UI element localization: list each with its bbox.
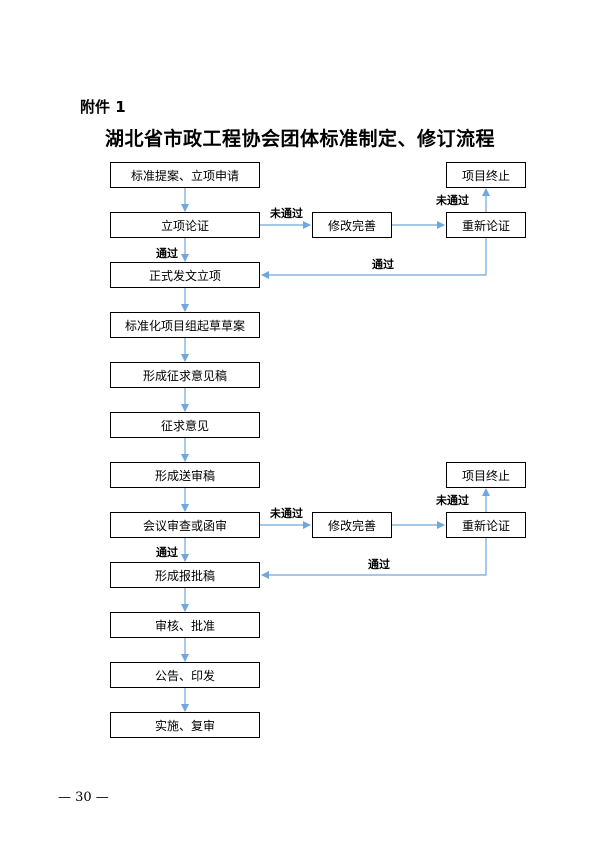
attachment-label: 附件 1 (80, 98, 126, 116)
loop2-terminate-box: 项目终止 (446, 462, 526, 488)
page-title: 湖北省市政工程协会团体标准制定、修订流程 (104, 128, 495, 150)
step-implement-recheck: 实施、复审 (110, 712, 260, 738)
loop1-pass-label: 通过 (156, 247, 178, 260)
step-audit-approve: 审核、批准 (110, 612, 260, 638)
step-solicit-opinions: 征求意见 (110, 412, 260, 438)
step-proposal-application: 标准提案、立项申请 (110, 162, 260, 188)
loop2-revise-box: 修改完善 (312, 512, 392, 538)
loop2-re-review-box: 重新论证 (446, 512, 526, 538)
step-consultation-draft: 形成征求意见稿 (110, 362, 260, 388)
step-official-approval: 正式发文立项 (110, 262, 260, 288)
loop2-fail-label: 未通过 (270, 507, 303, 520)
loop2-pass-label: 通过 (156, 546, 178, 559)
loop1-pass-back-label: 通过 (372, 258, 394, 271)
step-announce-publish: 公告、印发 (110, 662, 260, 688)
step-project-review: 立项论证 (110, 212, 260, 238)
step-meeting-review: 会议审查或函审 (110, 512, 260, 538)
page-number: — 30 — (58, 790, 109, 805)
loop1-terminate-box: 项目终止 (446, 162, 526, 188)
loop2-terminate-label: 未通过 (436, 494, 469, 507)
step-review-draft: 形成送审稿 (110, 462, 260, 488)
loop1-re-review-box: 重新论证 (446, 212, 526, 238)
loop1-fail-label: 未通过 (270, 207, 303, 220)
loop1-revise-box: 修改完善 (312, 212, 392, 238)
step-approval-draft: 形成报批稿 (110, 562, 260, 588)
step-draft-preparation: 标准化项目组起草草案 (110, 312, 260, 338)
loop1-terminate-label: 未通过 (436, 194, 469, 207)
loop2-pass-back-label: 通过 (368, 558, 390, 571)
